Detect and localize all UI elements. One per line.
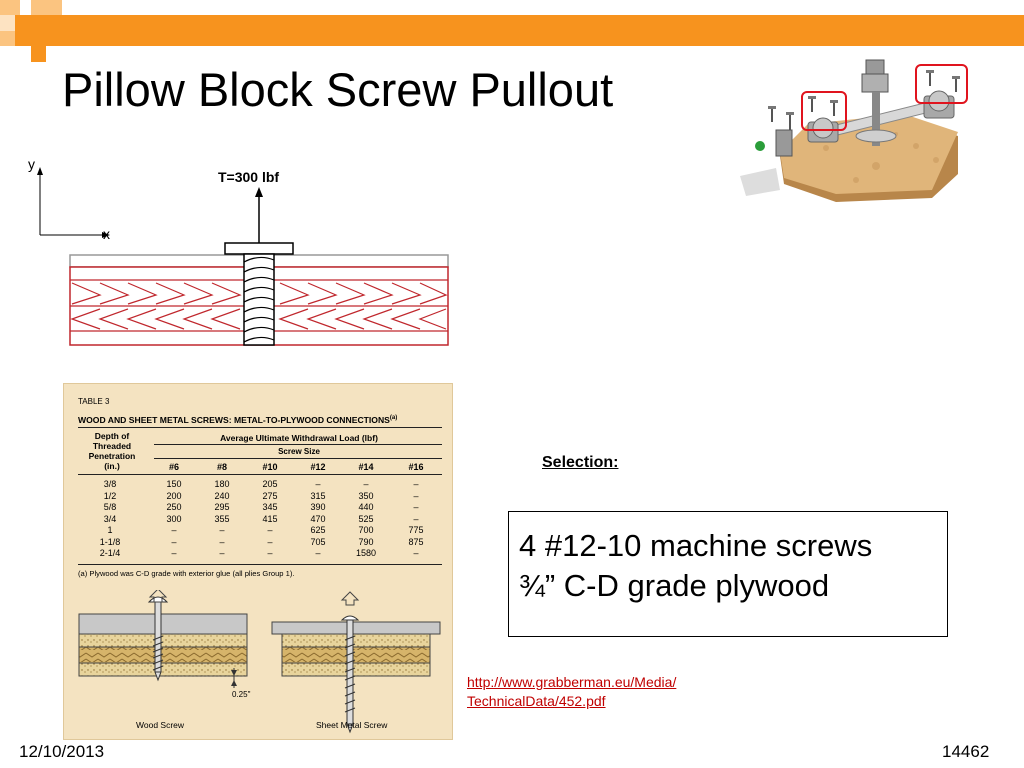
table-cell: – bbox=[413, 513, 419, 524]
column-header: #14 bbox=[358, 462, 374, 472]
depth-header: Depth of Threaded Penetration (in.) bbox=[88, 431, 136, 471]
slide-title: Pillow Block Screw Pullout bbox=[62, 63, 614, 116]
dimension-label: 0.25" bbox=[232, 690, 251, 699]
table-cell: 875 bbox=[408, 536, 424, 547]
table-cell: 240 bbox=[214, 490, 230, 501]
table-cell: 470 bbox=[310, 513, 326, 524]
wood-screw-diagram bbox=[78, 596, 248, 688]
highlight-box-right bbox=[915, 64, 968, 104]
sheet-metal-screw-caption: Sheet Metal Screw bbox=[316, 720, 388, 730]
reference-link[interactable]: http://www.grabberman.eu/Media/Technical… bbox=[467, 674, 677, 709]
table-cell: 300 bbox=[166, 513, 182, 524]
footer-date: 12/10/2013 bbox=[19, 742, 105, 761]
table-cell: – bbox=[171, 548, 177, 558]
axis-y-label: y bbox=[28, 156, 35, 172]
table-cell: 295 bbox=[214, 502, 230, 512]
table-cell: 350 bbox=[358, 490, 374, 501]
wood-screw-caption: Wood Screw bbox=[136, 720, 185, 730]
load-header: Average Ultimate Withdrawal Load (lbf) bbox=[220, 433, 378, 443]
table-cell: 315 bbox=[310, 490, 326, 501]
table-cell: 275 bbox=[262, 490, 278, 501]
table-cell: 625 bbox=[310, 525, 326, 535]
selection-label: Selection: bbox=[542, 454, 619, 471]
table-cell: 1580 bbox=[355, 548, 377, 558]
table-cell: 525 bbox=[358, 513, 374, 524]
table-cell: 775 bbox=[408, 525, 424, 535]
table-label: TABLE 3 bbox=[78, 397, 110, 406]
table-cell: 355 bbox=[214, 513, 230, 524]
table-cell: – bbox=[315, 479, 321, 489]
table-cell: 150 bbox=[166, 479, 182, 489]
table-cell: – bbox=[267, 536, 273, 547]
table-3-card: TABLE 3 WOOD AND SHEET METAL SCREWS: MET… bbox=[63, 383, 453, 740]
table-cell: 205 bbox=[262, 479, 278, 489]
column-header: #10 bbox=[262, 462, 278, 472]
sheet-metal-screw-diagram bbox=[271, 615, 441, 734]
screw bbox=[224, 242, 294, 346]
depth-cell: 1 bbox=[107, 525, 113, 535]
force-label: T=300 lbf bbox=[218, 169, 280, 185]
table-cell: 250 bbox=[166, 502, 182, 512]
column-header: #8 bbox=[216, 462, 227, 472]
depth-cell: 3/8 bbox=[103, 479, 117, 489]
depth-cell: 1/2 bbox=[103, 490, 117, 501]
table-cell: – bbox=[171, 536, 177, 547]
table-heading: WOOD AND SHEET METAL SCREWS: METAL-TO-PL… bbox=[78, 415, 398, 425]
column-header: #12 bbox=[310, 462, 326, 472]
table-cell: – bbox=[363, 479, 369, 489]
axis-x-label: x bbox=[103, 226, 110, 242]
depth-cell: 1-1/8 bbox=[99, 536, 121, 547]
selection-line-plywood: ¾” C-D grade plywood bbox=[519, 568, 830, 603]
table-cell: 200 bbox=[166, 490, 182, 501]
table-cell: 415 bbox=[262, 513, 278, 524]
table-cell: – bbox=[413, 479, 419, 489]
axes bbox=[37, 167, 110, 238]
highlight-box-left bbox=[801, 91, 847, 131]
table-cell: – bbox=[219, 548, 225, 558]
table-cell: 345 bbox=[262, 502, 278, 512]
table-cell: 790 bbox=[358, 536, 374, 547]
screw-size-header: Screw Size bbox=[278, 447, 320, 456]
pillow-block-assembly-image bbox=[740, 59, 968, 202]
table-cell: 705 bbox=[310, 536, 326, 547]
force-arrow bbox=[255, 187, 263, 243]
selection-box: 4 #12-10 machine screws ¾” C-D grade ply… bbox=[508, 511, 948, 637]
column-header: #6 bbox=[168, 462, 179, 472]
depth-cell: 3/4 bbox=[103, 513, 117, 524]
table-cell: – bbox=[267, 548, 273, 558]
table-cell: – bbox=[413, 502, 419, 512]
table-cell: 390 bbox=[310, 502, 326, 512]
header-bar bbox=[62, 15, 1024, 46]
table-cell: – bbox=[413, 490, 419, 501]
table-footnote: (a) Plywood was C-D grade with exterior … bbox=[78, 569, 295, 578]
table-cell: – bbox=[171, 525, 177, 535]
pullout-diagram bbox=[37, 167, 449, 346]
table-cell: – bbox=[413, 548, 419, 558]
table-cell: – bbox=[219, 536, 225, 547]
column-header: #16 bbox=[408, 462, 424, 472]
slide-number: 14462 bbox=[942, 742, 990, 761]
table-cell: – bbox=[267, 525, 273, 535]
table-cell: 440 bbox=[358, 502, 374, 512]
table-cell: 180 bbox=[214, 479, 230, 489]
table-cell: – bbox=[315, 548, 321, 558]
selection-line-screws: 4 #12-10 machine screws bbox=[519, 528, 873, 563]
table-cell: 700 bbox=[358, 525, 374, 535]
depth-cell: 2-1/4 bbox=[99, 548, 121, 558]
table-cell: – bbox=[219, 525, 225, 535]
screw-illustrations bbox=[78, 590, 441, 734]
depth-cell: 5/8 bbox=[103, 502, 117, 512]
